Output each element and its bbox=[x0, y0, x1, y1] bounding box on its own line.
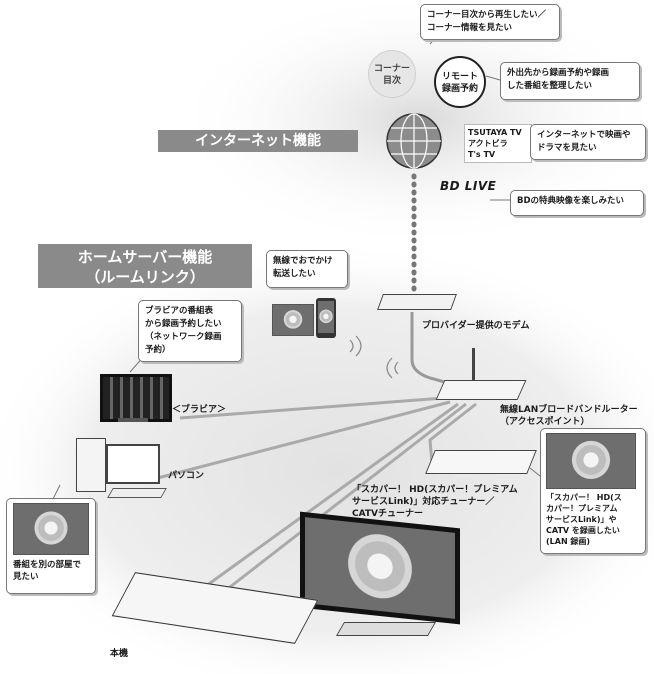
bd-live-logo: BD LIVE bbox=[440, 179, 497, 193]
other-room-callout: 番組を別の部屋で 見たい bbox=[6, 498, 96, 594]
router-antenna bbox=[472, 348, 475, 380]
bravia-tv bbox=[100, 374, 172, 422]
pc-monitor bbox=[106, 444, 160, 484]
homeserver-feature-banner: ホームサーバー機能 （ルームリンク） bbox=[38, 244, 252, 288]
large-tv bbox=[300, 511, 460, 625]
large-tv-stand bbox=[335, 622, 437, 636]
recorder-label: 本機 bbox=[110, 649, 129, 659]
smartphone-screen bbox=[318, 301, 334, 333]
modem-device bbox=[377, 294, 457, 310]
bravia-stand bbox=[118, 418, 148, 422]
skyperfect-text: 「スカパー！ HD(ス カパー！プレミアム サービスLink)」や CATV を… bbox=[546, 493, 622, 546]
bdlive-callout: BDの特典映像を楽しみたい bbox=[510, 190, 644, 216]
bravia-label: ＜ブラビア＞ bbox=[172, 405, 227, 415]
remote-record-circle: リモート 録画予約 bbox=[434, 56, 486, 108]
pc-tower bbox=[76, 438, 106, 492]
skyperfect-photo bbox=[546, 433, 636, 489]
router-device bbox=[435, 380, 527, 400]
other-room-text: 番組を別の部屋で 見たい bbox=[13, 560, 82, 582]
skyperfect-callout: 「スカパー！ HD(ス カパー！プレミアム サービスLink)」や CATV を… bbox=[540, 428, 646, 554]
tuner-label: 「スカパー！ HD(スカパー！プレミアム サービスLink)」対応チューナー／ … bbox=[352, 485, 518, 519]
corner-callout: コーナー目次から再生したい／ コーナー情報を見たい bbox=[420, 4, 560, 40]
remote-callout: 外出先から録画予約や録画 した番組を整理したい bbox=[500, 62, 640, 100]
homeserver-title: ホームサーバー機能 bbox=[77, 248, 213, 266]
smartphone-image bbox=[316, 298, 336, 338]
wireless-callout: 無線でおでかけ 転送したい bbox=[266, 250, 348, 288]
pc-label: パソコン bbox=[168, 471, 205, 481]
corner-index-circle: コーナー 目次 bbox=[368, 50, 416, 98]
other-room-photo bbox=[13, 503, 89, 555]
internet-feature-banner: インターネット機能 bbox=[158, 130, 358, 152]
globe-icon bbox=[385, 112, 443, 170]
router-label: 無線LANブロードバンドルーター （アクセスポイント） bbox=[500, 405, 638, 427]
modem-label: プロバイダー提供のモデム bbox=[422, 321, 530, 331]
tablet-image bbox=[272, 304, 314, 336]
large-tv-screen bbox=[305, 517, 455, 619]
services-list: TSUTAYA TV アクトビラ T's TV bbox=[464, 124, 532, 163]
bravia-callout: ブラビアの番組表 から録画予約したい （ネットワーク録画 予約） bbox=[138, 300, 242, 362]
tuner-device bbox=[425, 450, 537, 474]
pc-keyboard bbox=[107, 488, 167, 498]
homeserver-subtitle: （ルームリンク） bbox=[85, 268, 205, 286]
movie-callout: インターネットで映画や ドラマを見たい bbox=[530, 124, 646, 160]
